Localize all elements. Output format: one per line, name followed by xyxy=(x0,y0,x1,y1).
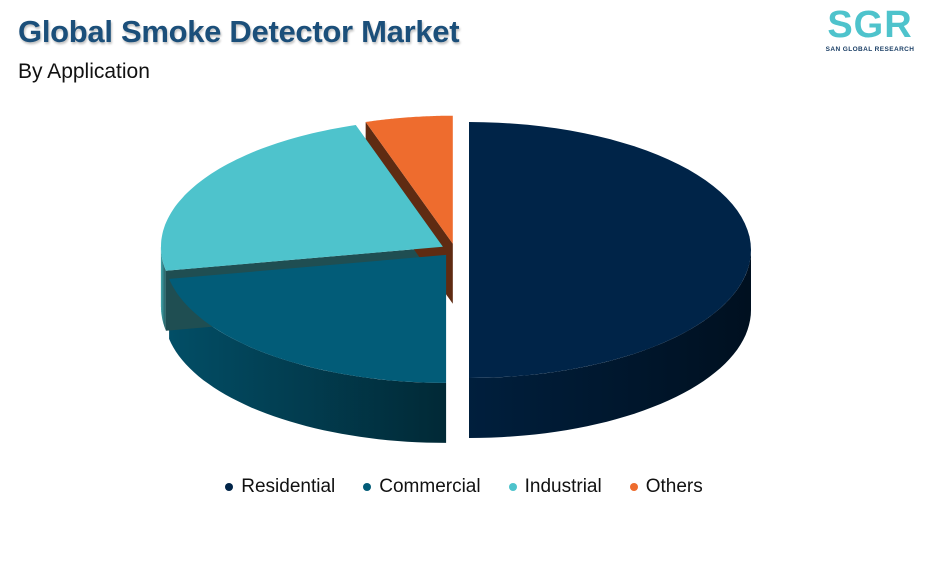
slice-side-industrial xyxy=(160,246,166,331)
legend-label: Industrial xyxy=(524,476,602,497)
legend-item-commercial: Commercial xyxy=(363,476,481,498)
legend-marker xyxy=(363,483,372,491)
legend-item-industrial: Industrial xyxy=(508,476,602,498)
legend-marker xyxy=(629,483,638,491)
slice-side-commercial xyxy=(169,278,447,443)
legend-marker xyxy=(225,483,234,491)
slice-others xyxy=(365,115,453,244)
slice-side-residential xyxy=(469,250,751,438)
legend-marker xyxy=(508,483,517,491)
sgr-logo: SGR SAN GLOBAL RESEARCH xyxy=(818,6,922,58)
chart-subtitle: By Application xyxy=(18,60,150,83)
legend-label: Commercial xyxy=(379,476,481,497)
legend-label: Residential xyxy=(241,476,336,497)
slice-commercial xyxy=(169,254,447,383)
legend-item-others: Others xyxy=(629,476,703,498)
legend-label: Others xyxy=(645,476,703,497)
chart-legend: Residential Commercial Industrial Others xyxy=(0,476,928,498)
chart-title: Global Smoke Detector Market xyxy=(18,14,460,49)
logo-mark: SGR xyxy=(827,4,913,46)
slice-industrial xyxy=(161,125,443,271)
logo-tagline: SAN GLOBAL RESEARCH xyxy=(825,46,915,53)
legend-item-residential: Residential xyxy=(225,476,335,498)
slice-residential xyxy=(469,122,751,378)
